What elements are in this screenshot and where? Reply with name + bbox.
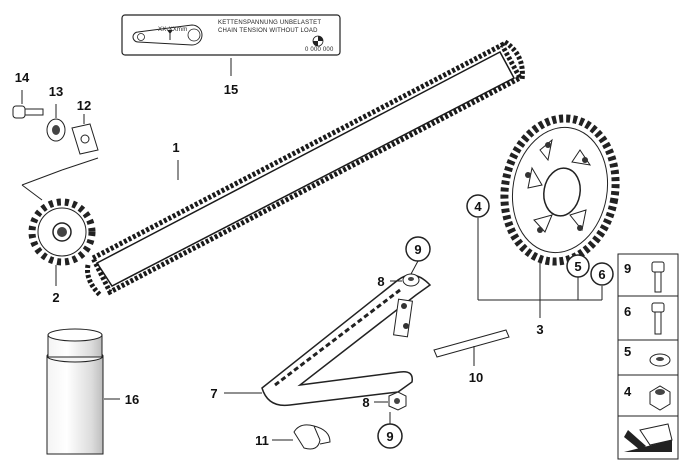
rear-sprocket (500, 114, 620, 266)
hardware-panel: 9 6 5 4 (617, 253, 679, 460)
callout-8-lower: 8 (362, 395, 369, 410)
callout-4: 4 (474, 199, 482, 214)
callout-15: 15 (224, 82, 238, 97)
nut-icon (649, 385, 671, 411)
guide-nut-upper (402, 273, 420, 287)
protective-strip (433, 329, 510, 358)
chain-spray-can (46, 328, 104, 455)
callout-13: 13 (49, 84, 63, 99)
chain-tension-label: XX-XXmm KETTENSPANNUNG UNBELASTET CHAIN … (121, 14, 341, 56)
callout-9-lower: 9 (386, 429, 393, 444)
callout-2: 2 (52, 290, 59, 305)
callout-6: 6 (598, 267, 605, 282)
bolt-icon (651, 302, 665, 335)
chain-guide (261, 274, 432, 407)
small-bolt-icon (651, 261, 665, 293)
arrow-icon (624, 423, 673, 452)
lock-plate (71, 123, 99, 155)
sprocket-bolt (12, 105, 44, 119)
callout-11: 11 (255, 433, 269, 448)
label-dimension: XX-XXmm (158, 27, 187, 33)
callout-8-upper: 8 (377, 274, 384, 289)
callout-3: 3 (536, 322, 543, 337)
callout-10: 10 (469, 370, 483, 385)
sprocket-washer (46, 118, 66, 142)
callout-12: 12 (77, 98, 91, 113)
panel-number-4: 4 (624, 384, 632, 399)
label-line-en: CHAIN TENSION WITHOUT LOAD (218, 28, 318, 34)
panel-number-9: 9 (624, 261, 631, 276)
callout-1: 1 (172, 140, 179, 155)
drive-chain (85, 39, 525, 297)
callout-14: 14 (15, 70, 30, 85)
panel-number-5: 5 (624, 344, 631, 359)
callout-7: 7 (210, 386, 217, 401)
front-sprocket (28, 198, 96, 266)
callout-9-upper: 9 (414, 242, 421, 257)
guide-nut-lower (388, 391, 407, 411)
callout-5: 5 (574, 259, 581, 274)
label-line-de: KETTENSPANNUNG UNBELASTET (218, 20, 321, 26)
washer-icon (649, 353, 671, 367)
callout-16: 16 (125, 392, 139, 407)
panel-number-6: 6 (624, 304, 631, 319)
chain-clip (293, 424, 331, 450)
label-code: 0 000 000 (305, 47, 334, 53)
